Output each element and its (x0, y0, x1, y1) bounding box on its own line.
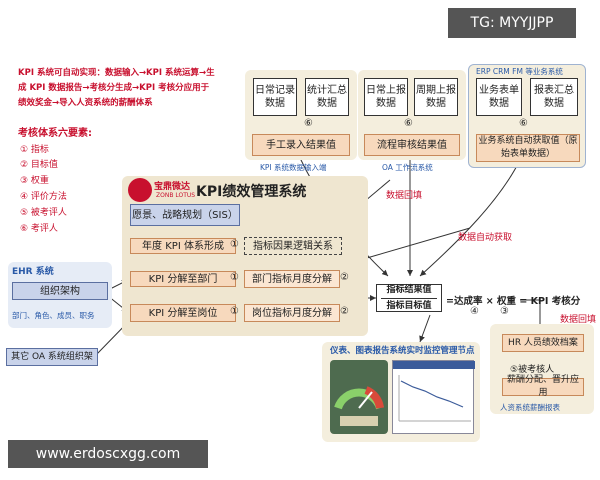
manual-caption: KPI 系统数据输入端 (260, 163, 327, 172)
oa-num: ⑥ (404, 118, 413, 129)
dept-month-box: 部门指标月度分解 (244, 270, 340, 288)
ehr-sub: 部门、角色、成员、职务 (12, 311, 95, 320)
elements-title: 考核体系六要素: (18, 128, 92, 139)
chart-panel (392, 360, 475, 434)
pos-month-box: 岗位指标月度分解 (244, 304, 340, 322)
periodic-report-box: 周期上报数据 (414, 78, 458, 116)
data-auto-label: 数据自动获取 (458, 233, 513, 243)
monitor-title: 仪表、图表报告系统实时监控管理节点 (330, 346, 475, 356)
element-item: ⑥ 考评人 (20, 224, 58, 234)
formula-result: 指标结果值 (386, 284, 432, 295)
annual-kpi-box: 年度 KPI 体系形成 (130, 238, 236, 254)
daily-report-box: 日常上报数据 (364, 78, 408, 116)
erp-num: ⑥ (519, 118, 528, 129)
element-item: ③ 权重 (20, 176, 49, 186)
causal-box: 指标因果逻辑关系 (244, 237, 342, 255)
gauge-panel (330, 360, 388, 434)
element-item: ④ 评价方法 (20, 192, 67, 202)
kpi-pos-box: KPI 分解至岗位 (130, 304, 236, 322)
hr-archive-box: HR 人员绩效档案 (502, 334, 584, 352)
intro-line-1: KPI 系统可自动实现：数据输入→KPI 系统运算→生 (18, 68, 215, 78)
report-summary-box: 报表汇总数据 (530, 78, 578, 116)
kpi-title: KPI绩效管理系统 (196, 184, 307, 200)
watermark-bottom: www.erdoscxgg.com (8, 440, 208, 468)
arrow-formula-monitor (419, 314, 431, 343)
line-chart-icon (393, 361, 475, 422)
arrow-erp-to-formula (419, 159, 521, 277)
dept-num: ① (230, 272, 239, 283)
annual-num: ① (230, 239, 239, 250)
element-item: ② 目标值 (20, 160, 58, 170)
intro-line-3: 绩效奖金→导入人资系统的薪酬体系 (18, 98, 153, 108)
erp-panel-title: ERP CRM FM 等业务系统 (476, 67, 563, 76)
other-oa-org-box: 其它 OA 系统组织架 (6, 348, 98, 366)
logo-icon (128, 178, 152, 202)
oa-caption: OA 工作流系统 (382, 163, 433, 172)
ehr-title: EHR 系统 (12, 267, 54, 277)
pos-month-num: ② (340, 306, 349, 317)
element-item: ⑤ 被考评人 (20, 208, 67, 218)
element-item: ① 指标 (20, 145, 49, 155)
hr-evaluee: ⑤被考核人 (510, 365, 555, 375)
formula-num-4: ④ (470, 306, 479, 317)
data-back-label-2: 数据回填 (560, 315, 597, 325)
oa-collect-box: 流程审核结果值 (364, 134, 460, 156)
manual-num: ⑥ (304, 118, 313, 129)
business-form-box: 业务表单数据 (476, 78, 522, 116)
arrow-formula-hr (520, 299, 543, 332)
arrow-data-auto (359, 227, 471, 262)
vision-box: 愿景、战略规划（SIS） (130, 204, 240, 226)
stat-summary-box: 统计汇总数据 (305, 78, 349, 116)
logo-sub: ZONB LOTUS (156, 192, 196, 199)
org-structure-box: 组织架构 (12, 282, 108, 300)
daily-record-box: 日常记录数据 (253, 78, 297, 116)
salary-box: 薪酬分配、晋升应用 (502, 375, 584, 398)
erp-collect-box: 业务系统自动获取值（原始表单数据） (476, 134, 580, 162)
formula-equation: =达成率 × 权重 = KPI 考核分 (446, 296, 581, 307)
dept-month-num: ② (340, 272, 349, 283)
formula-target: 指标目标值 (386, 300, 432, 311)
data-back-label: 数据回填 (386, 191, 423, 201)
watermark-top: TG: MYYJJPP (448, 8, 576, 38)
pos-num: ① (230, 306, 239, 317)
hr-caption: 人资系统薪酬报表 (500, 403, 560, 412)
formula-fraction-box: 指标结果值 指标目标值 (376, 284, 442, 312)
logo-text: 宝鼎微达 (154, 182, 191, 192)
gauge-icon (334, 386, 384, 426)
formula-num-3: ③ (500, 306, 509, 317)
fraction-bar (381, 297, 437, 299)
manual-collect-box: 手工录入结果值 (252, 134, 350, 156)
kpi-dept-box: KPI 分解至部门 (130, 271, 236, 287)
intro-line-2: 成 KPI 数据报告→考核分生成→KPI 考核分应用于 (18, 83, 210, 93)
